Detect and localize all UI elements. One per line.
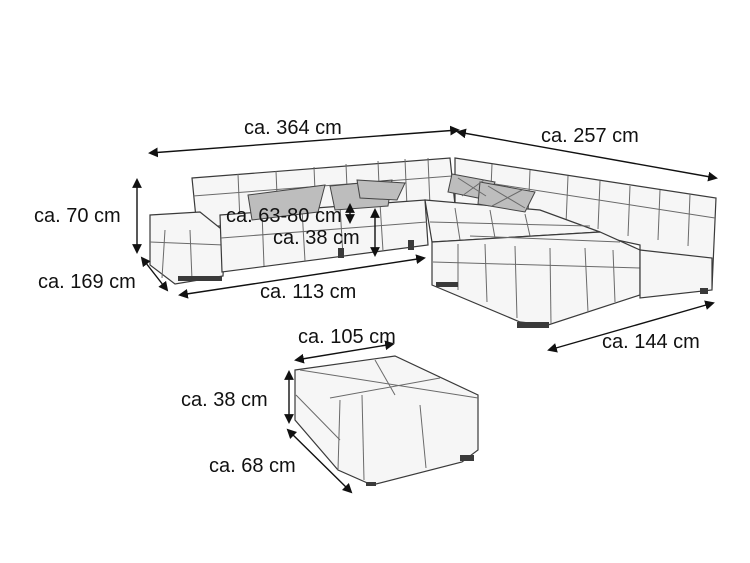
label-ottoman-height: ca. 38 cm: [181, 389, 268, 411]
label-ottoman-width: ca. 105 cm: [298, 326, 396, 348]
dimension-labels: ca. 364 cm ca. 257 cm ca. 70 cm ca. 63-8…: [34, 117, 700, 477]
label-sofa-depth-right: ca. 257 cm: [541, 125, 639, 147]
ottoman: [294, 355, 479, 486]
label-sofa-width: ca. 364 cm: [244, 117, 342, 139]
label-seat-height-range: ca. 63-80 cm: [226, 205, 342, 227]
label-seat-height: ca. 38 cm: [273, 227, 360, 249]
label-chaise-width: ca. 144 cm: [602, 331, 700, 353]
dimension-arrows: [132, 125, 718, 494]
sectional-sofa: [149, 157, 717, 328]
label-back-height: ca. 70 cm: [34, 205, 121, 227]
label-left-depth: ca. 169 cm: [38, 271, 136, 293]
label-middle-width: ca. 113 cm: [260, 281, 356, 303]
label-ottoman-depth: ca. 68 cm: [209, 455, 296, 477]
